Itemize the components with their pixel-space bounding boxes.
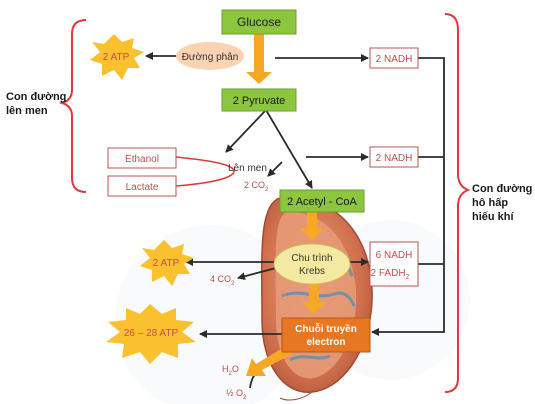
aerobic-path-label: Con đường hô hấp hiếu khí	[472, 183, 532, 223]
glucose-box: Glucose	[221, 9, 297, 35]
svg-text:Glucose: Glucose	[237, 15, 281, 29]
svg-text:2 FADH2: 2 FADH2	[371, 268, 410, 281]
nadh-collector-line	[371, 57, 445, 336]
orange-arrow-etc-water	[246, 346, 292, 376]
svg-text:2 ATP: 2 ATP	[103, 52, 130, 63]
dark-arrows	[145, 52, 445, 389]
krebs-cycle-oval: Chu trình Krebs	[273, 243, 351, 285]
pyruvate-box: 2 Pyruvate	[221, 88, 297, 112]
svg-text:Lactate: Lactate	[126, 182, 159, 193]
lactate-box: Lactate	[107, 175, 177, 197]
co2-krebs-label: 4 CO2	[210, 274, 235, 287]
svg-text:26 – 28 ATP: 26 – 28 ATP	[124, 328, 179, 339]
svg-text:electron: electron	[307, 337, 346, 348]
svg-text:hiếu khí: hiếu khí	[472, 211, 515, 223]
svg-text:lên men: lên men	[6, 105, 48, 117]
fermentation-label: Lên men	[228, 163, 267, 174]
nadh-box-glycolysis: 2 NADH	[369, 47, 419, 69]
arrow-pyruvate-to-fermentation	[225, 109, 267, 153]
fermentation-path-label: Con đường lên men	[6, 91, 66, 117]
svg-text:Krebs: Krebs	[299, 266, 325, 277]
svg-text:Chu trình: Chu trình	[291, 253, 332, 264]
fermentation-bracket	[58, 19, 87, 193]
svg-text:hô hấp: hô hấp	[472, 197, 508, 209]
orange-arrows	[246, 34, 326, 376]
atp-star-etc: 26 – 28 ATP	[106, 304, 196, 364]
arrow-to-co2-fermentation	[267, 161, 283, 177]
oxygen-label: ½ O2	[226, 388, 247, 401]
aerobic-bracket	[444, 13, 471, 393]
arrow-pyruvate-to-acetyl	[265, 109, 313, 189]
arrow-krebs-to-co2	[237, 267, 277, 281]
electron-transport-chain-box: Chuỗi truyền electron	[281, 317, 371, 353]
glycolysis-oval: Đường phân	[176, 42, 244, 70]
svg-text:2 NADH: 2 NADH	[376, 153, 413, 164]
svg-text:Con đường: Con đường	[472, 183, 532, 195]
svg-text:Chuỗi truyền: Chuỗi truyền	[295, 322, 357, 335]
water-label: H2O	[222, 364, 239, 377]
atp-star-krebs: 2 ATP	[140, 240, 194, 286]
orange-arrow-acetyl-krebs	[300, 212, 324, 240]
nadh-fadh-box-krebs: 6 NADH 2 FADH2	[369, 241, 419, 287]
svg-text:2 NADH: 2 NADH	[376, 54, 413, 65]
ethanol-box: Ethanol	[107, 147, 177, 169]
svg-text:6 NADH: 6 NADH	[376, 250, 413, 261]
svg-text:Con đường: Con đường	[6, 91, 66, 103]
co2-fermentation-label: 2 CO2	[244, 180, 269, 193]
atp-star-glycolysis: 2 ATP	[90, 34, 144, 80]
svg-text:Ethanol: Ethanol	[125, 154, 159, 165]
orange-arrow-krebs-etc	[302, 276, 326, 314]
svg-text:2 ATP: 2 ATP	[153, 258, 180, 269]
svg-text:2 Pyruvate: 2 Pyruvate	[233, 95, 286, 107]
fermentation-products-loop	[175, 156, 235, 187]
orange-arrow-glucose-pyruvate	[246, 34, 272, 84]
nadh-box-pyruvate: 2 NADH	[369, 146, 419, 168]
svg-text:2 Acetyl - CoA: 2 Acetyl - CoA	[287, 196, 357, 208]
acetyl-coa-box: 2 Acetyl - CoA	[279, 189, 365, 213]
svg-text:Đường phân: Đường phân	[182, 52, 239, 63]
